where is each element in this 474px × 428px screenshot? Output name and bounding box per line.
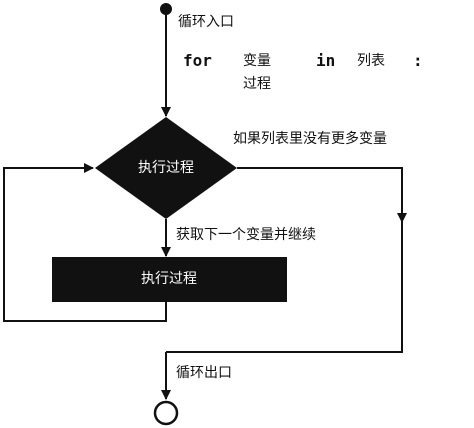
exhausted-arrow [237,167,407,223]
syntax-body-word: 过程 [243,76,271,92]
process-box [52,257,287,302]
loop-back-arrow [3,163,167,322]
decision-diamond [95,117,237,219]
entry-label: 循环入口 [178,14,234,30]
exhausted-merge-line [166,222,403,353]
syntax-for-keyword: for [183,51,212,70]
end-circle [153,400,179,426]
exit-label: 循环出口 [176,365,232,381]
process-label: 执行过程 [141,271,197,287]
syntax-colon: : [413,51,423,70]
syntax-list-word: 列表 [357,53,385,69]
syntax-in-keyword: in [316,51,336,70]
decision-label: 执行过程 [138,160,194,176]
next-variable-label: 获取下一个变量并继续 [176,227,316,243]
syntax-variable-word: 变量 [243,53,271,69]
exhausted-label: 如果列表里没有更多变量 [233,131,387,147]
